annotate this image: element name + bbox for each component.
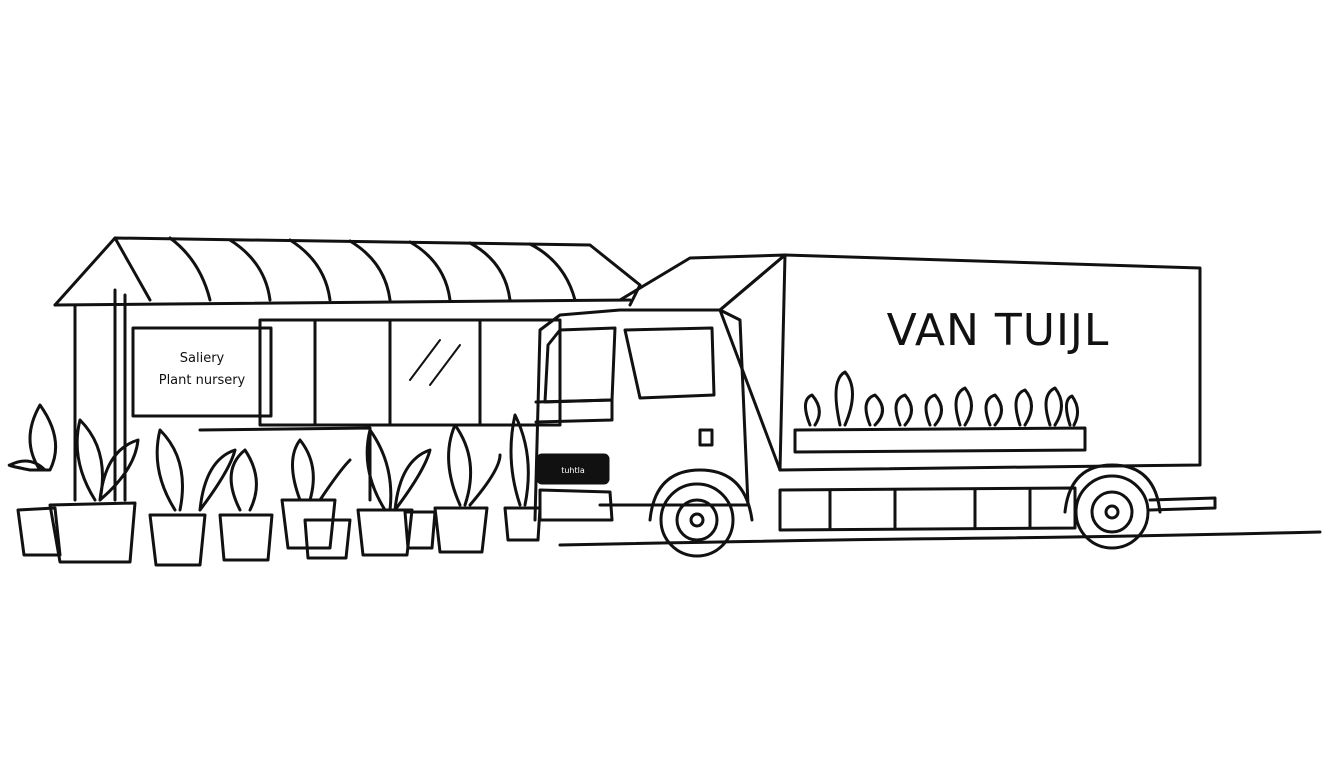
nursery-sign: Saliery Plant nursery — [131, 326, 273, 418]
truck-wheels — [648, 463, 1162, 558]
potted-plants — [7, 403, 542, 567]
truck-box: VAN TUIJL — [718, 253, 1217, 532]
ground-line — [558, 530, 1322, 547]
grille-badge: tuhtla — [561, 466, 585, 475]
truck-brand: VAN TUIJL — [887, 305, 1110, 356]
sign-line-2: Plant nursery — [159, 373, 246, 388]
sign-line-1: Saliery — [180, 351, 225, 366]
